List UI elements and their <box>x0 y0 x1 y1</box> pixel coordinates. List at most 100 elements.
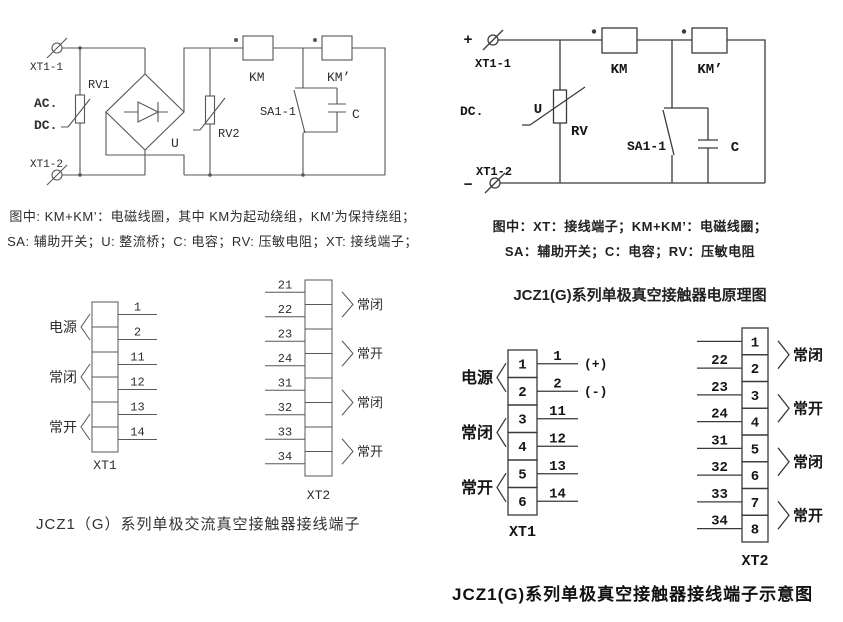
terminal-box <box>304 353 333 379</box>
terminal-block-label: XT1 <box>93 458 117 473</box>
coil-km-icon: KM <box>234 35 274 85</box>
group-bracket <box>777 393 790 423</box>
lead-number: 24 <box>711 407 728 423</box>
terminal-block-label: XT2 <box>307 488 330 503</box>
bridge-label: U <box>171 136 179 151</box>
lead-number: 2 <box>134 326 141 340</box>
capacitor-c-icon: C <box>672 107 740 183</box>
lead-number: 24 <box>278 352 292 366</box>
km-hold-label: KM’ <box>697 62 722 78</box>
group-label: 常闭 <box>793 453 823 471</box>
lead-number: 13 <box>549 459 566 475</box>
terminal-box <box>304 328 333 354</box>
terminal-xt1-2-icon: − XT1-2 <box>463 165 512 194</box>
rv-label: RV <box>571 124 588 140</box>
ac-circuit-legend: 图中: KM+KM’：电磁线圈，其中 KM为起动绕组，KM’为保持绕组； SA:… <box>0 204 425 254</box>
coil-km-hold-icon: KM’ <box>681 27 728 78</box>
box-number: 3 <box>518 413 526 429</box>
box-number: 1 <box>518 358 526 374</box>
lead-number: 22 <box>278 303 292 317</box>
lead-number: 21 <box>278 278 292 292</box>
terminal-label: XT1-1 <box>30 62 63 74</box>
terminal-box <box>304 304 333 330</box>
terminal-label: XT1-1 <box>475 57 511 71</box>
dc-circuit-schematic: + XT1-1 DC. U RV KM KM’ SA1-1 C <box>460 27 766 194</box>
box-number: 8 <box>751 523 759 539</box>
group-label: 电源 <box>461 368 493 387</box>
c-label: C <box>731 140 740 156</box>
lead-number: 34 <box>711 514 728 530</box>
group-label: 常开 <box>357 444 383 459</box>
box-number: 4 <box>751 416 759 432</box>
group-label: 常闭 <box>793 346 823 364</box>
terminal-box <box>304 279 333 305</box>
group-label: 常闭 <box>461 423 493 442</box>
terminal-box <box>91 301 119 328</box>
lead-number: 23 <box>711 380 728 396</box>
c-label: C <box>352 107 360 122</box>
terminal-xt1-1-icon: + XT1-1 <box>463 29 511 71</box>
coil-km-icon: KM <box>591 27 638 78</box>
coil-km-hold-icon: KM’ <box>313 35 353 85</box>
group-bracket <box>80 413 91 441</box>
lead-number: 32 <box>278 401 292 415</box>
group-bracket <box>777 500 790 530</box>
group-bracket <box>496 417 507 448</box>
group-label: 常闭 <box>49 369 77 385</box>
terminal-box <box>91 426 119 453</box>
box-number: 3 <box>751 389 759 405</box>
terminal-box <box>91 326 119 353</box>
lead-number: 31 <box>711 433 728 449</box>
group-bracket <box>341 389 354 416</box>
km-label: KM <box>611 62 628 78</box>
lead-suffix: (-) <box>584 384 607 399</box>
varistor-rv1-icon: RV1 <box>61 46 110 177</box>
group-label: 电源 <box>49 319 77 335</box>
capacitor-c-icon: C <box>303 87 360 133</box>
lead-number: 13 <box>130 401 144 415</box>
group-bracket <box>80 363 91 391</box>
lead-number: 14 <box>130 426 144 440</box>
box-number: 5 <box>751 442 759 458</box>
legend-line: 图中：XT：接线端子；KM+KM’：电磁线圈； <box>492 219 768 234</box>
group-label: 常开 <box>461 478 493 497</box>
group-bracket <box>341 340 354 367</box>
box-number: 4 <box>518 440 526 456</box>
terminal-box <box>304 426 333 452</box>
wire <box>62 47 386 176</box>
lead-number: 1 <box>553 349 561 365</box>
dc-label: DC. <box>34 118 57 133</box>
group-bracket <box>496 472 507 503</box>
terminal-label: XT1-2 <box>476 165 512 179</box>
terminal-block-label: XT2 <box>741 553 768 570</box>
minus-sign: − <box>463 177 472 194</box>
group-label: 常闭 <box>357 395 383 410</box>
group-bracket <box>777 340 790 370</box>
terminal-box <box>304 451 333 477</box>
wire <box>498 39 766 184</box>
group-bracket <box>341 291 354 318</box>
terminal-label: XT1-2 <box>30 159 63 171</box>
group-label: 常闭 <box>357 297 383 312</box>
legend-line: 图中: KM+KM’：电磁线圈，其中 KM为起动绕组，KM’为保持绕组； <box>9 209 416 224</box>
box-number: 6 <box>518 495 526 511</box>
dc-circuit-legend: 图中：XT：接线端子；KM+KM’：电磁线圈； SA：辅助开关；C：电容；RV：… <box>455 214 805 264</box>
lead-number: 33 <box>278 425 292 439</box>
lead-number: 11 <box>130 351 144 365</box>
group-label: 常开 <box>357 346 383 361</box>
lead-number: 12 <box>130 376 144 390</box>
terminal-box <box>91 401 119 428</box>
bridge-rectifier-icon: U <box>105 73 185 151</box>
group-label: 常开 <box>49 419 77 435</box>
dc-schematic-caption: JCZ1(G)系列单极真空接触器电原理图 <box>513 287 767 304</box>
lead-number: 33 <box>711 487 728 503</box>
lead-number: 34 <box>278 450 292 464</box>
varistor-rv2-icon: RV2 <box>193 48 240 177</box>
group-bracket <box>80 313 91 341</box>
varistor-rv-icon: U RV <box>522 40 588 183</box>
aux-switch-sa1-1-icon: SA1-1 <box>627 40 675 183</box>
group-bracket <box>341 438 354 465</box>
